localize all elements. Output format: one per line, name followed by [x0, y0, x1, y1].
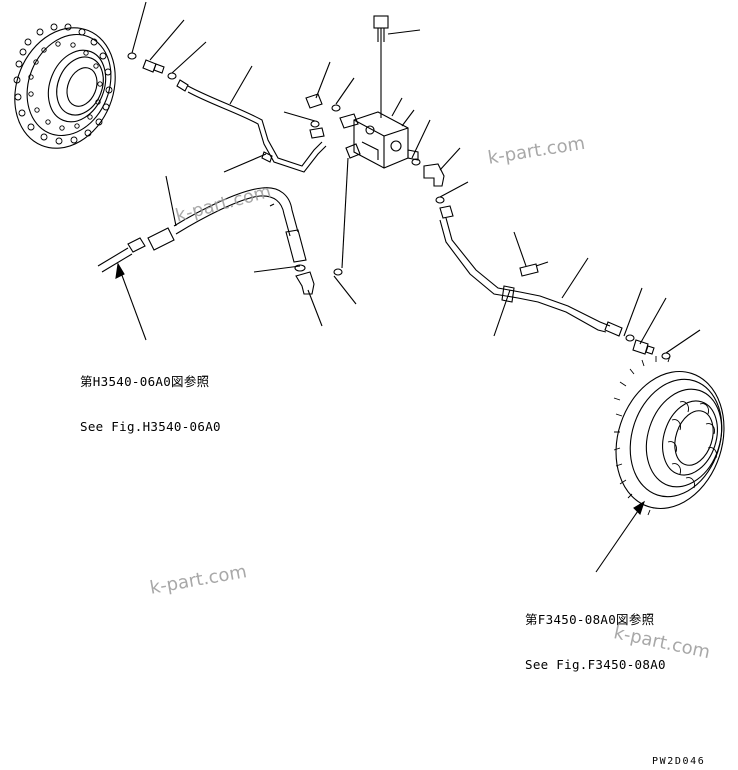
- left-fittings: [127, 52, 327, 173]
- right-reference-ja: 第F3450-08A0図参照: [525, 612, 655, 627]
- left-figure-reference: 第H3540-06A0図参照 See Fig.H3540-06A0: [80, 344, 221, 449]
- right-reference-en: See Fig.F3450-08A0: [525, 657, 666, 672]
- center-bolt: [373, 15, 421, 118]
- right-figure-reference: 第F3450-08A0図参照 See Fig.F3450-08A0: [525, 582, 666, 687]
- left-sprocket-wheel: [13, 23, 116, 149]
- middle-hose: [97, 175, 357, 327]
- drawing-code: PW2D046: [652, 756, 706, 767]
- right-reference-arrow: [595, 500, 645, 573]
- center-fittings: [283, 61, 461, 276]
- left-leader-lines: [131, 1, 267, 173]
- left-reference-ja: 第H3540-06A0図参照: [80, 374, 210, 389]
- left-reference-arrow: [115, 262, 147, 341]
- right-pipe: [435, 181, 701, 360]
- left-reference-en: See Fig.H3540-06A0: [80, 419, 221, 434]
- right-sprocket-wheel: [613, 355, 725, 516]
